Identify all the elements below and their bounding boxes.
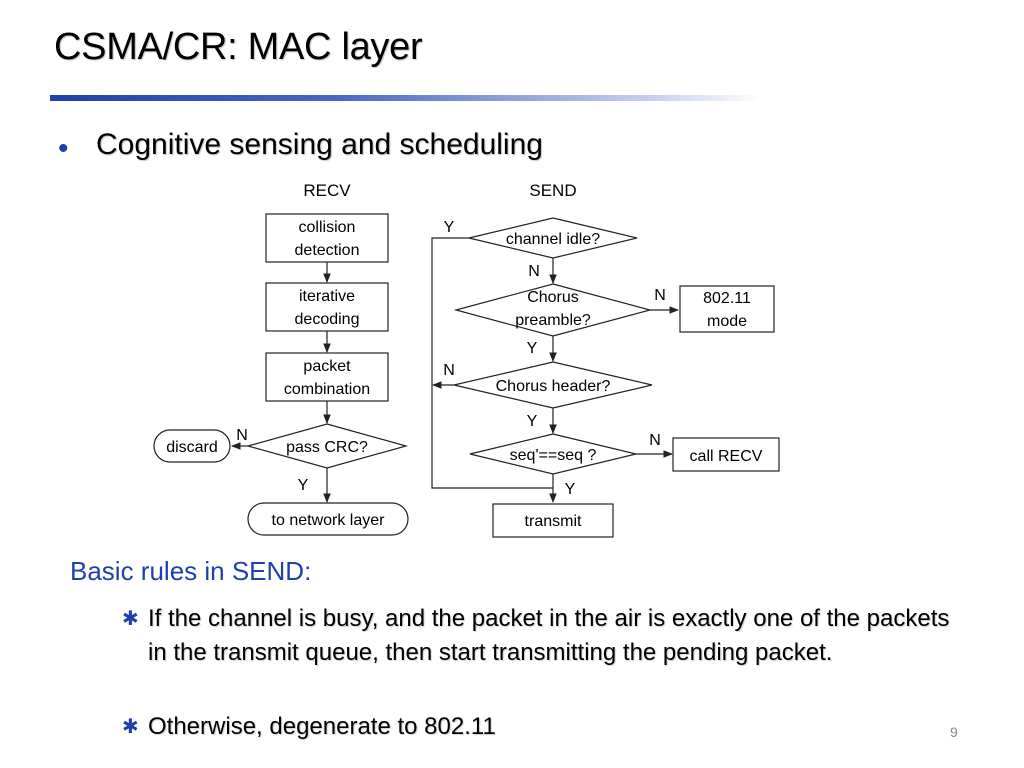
- send-y-label-header: Y: [527, 413, 538, 430]
- recv-heading: RECV: [303, 181, 351, 200]
- rule-item: If the channel is busy, and the packet i…: [148, 605, 950, 666]
- slide-title: CSMA/CR: MAC layer: [54, 26, 423, 68]
- title-underline: [50, 95, 762, 101]
- send-y-label-idle: Y: [444, 219, 455, 236]
- svg-text:to network layer: to network layer: [272, 512, 386, 529]
- svg-text:iterative: iterative: [299, 288, 355, 305]
- call-recv-box: call RECV: [672, 437, 780, 472]
- send-y-label-preamble: Y: [527, 340, 538, 357]
- svg-text:preamble?: preamble?: [515, 312, 591, 329]
- transmit-box: transmit: [492, 503, 614, 538]
- send-y-label-seq: Y: [565, 481, 576, 498]
- seq-check-decision: seq'==seq ?: [469, 433, 637, 475]
- svg-text:decoding: decoding: [295, 311, 360, 328]
- page-number: 9: [950, 724, 958, 740]
- rule-bullet-icon: ✱: [122, 608, 139, 630]
- iterative-decoding-box: iterative decoding: [265, 282, 389, 332]
- send-n-label-idle: N: [528, 263, 540, 280]
- bullet-text: Cognitive sensing and scheduling: [96, 128, 543, 161]
- pass-crc-decision: pass CRC?: [245, 423, 409, 469]
- svg-text:transmit: transmit: [525, 513, 582, 530]
- svg-text:Chorus: Chorus: [527, 289, 579, 306]
- svg-text:seq'==seq ?: seq'==seq ?: [510, 447, 597, 464]
- svg-text:channel idle?: channel idle?: [506, 231, 600, 248]
- collision-detection-box: collision detection: [265, 213, 389, 263]
- channel-idle-decision: channel idle?: [468, 217, 638, 259]
- rule-bullet-icon: ✱: [122, 716, 139, 738]
- svg-text:pass CRC?: pass CRC?: [286, 439, 368, 456]
- svg-text:802.11: 802.11: [703, 290, 751, 307]
- svg-text:Chorus header?: Chorus header?: [496, 378, 611, 395]
- svg-text:discard: discard: [166, 439, 218, 456]
- rules-heading: Basic rules in SEND:: [70, 556, 312, 586]
- svg-text:combination: combination: [284, 381, 370, 398]
- send-n-label-header: N: [443, 362, 455, 379]
- recv-n-label: N: [236, 427, 248, 444]
- chorus-header-decision: Chorus header?: [453, 361, 653, 409]
- svg-text:collision: collision: [299, 219, 356, 236]
- recv-y-label: Y: [298, 477, 309, 494]
- packet-combination-box: packet combination: [265, 352, 389, 402]
- to-network-layer-terminal: to network layer: [247, 502, 409, 536]
- mode-80211-box: 802.11 mode: [679, 285, 775, 333]
- send-n-label-preamble: N: [654, 287, 666, 304]
- svg-text:mode: mode: [707, 313, 747, 330]
- svg-text:detection: detection: [295, 242, 360, 259]
- chorus-preamble-decision: Chorus preamble?: [453, 283, 653, 337]
- svg-text:packet: packet: [303, 358, 351, 375]
- svg-text:call RECV: call RECV: [690, 448, 763, 465]
- send-heading: SEND: [529, 181, 576, 200]
- rule-item: Otherwise, degenerate to 802.11: [148, 713, 496, 740]
- bullet-dot-icon: •: [58, 132, 69, 165]
- discard-terminal: discard: [153, 429, 231, 463]
- send-n-label-seq: N: [649, 432, 661, 449]
